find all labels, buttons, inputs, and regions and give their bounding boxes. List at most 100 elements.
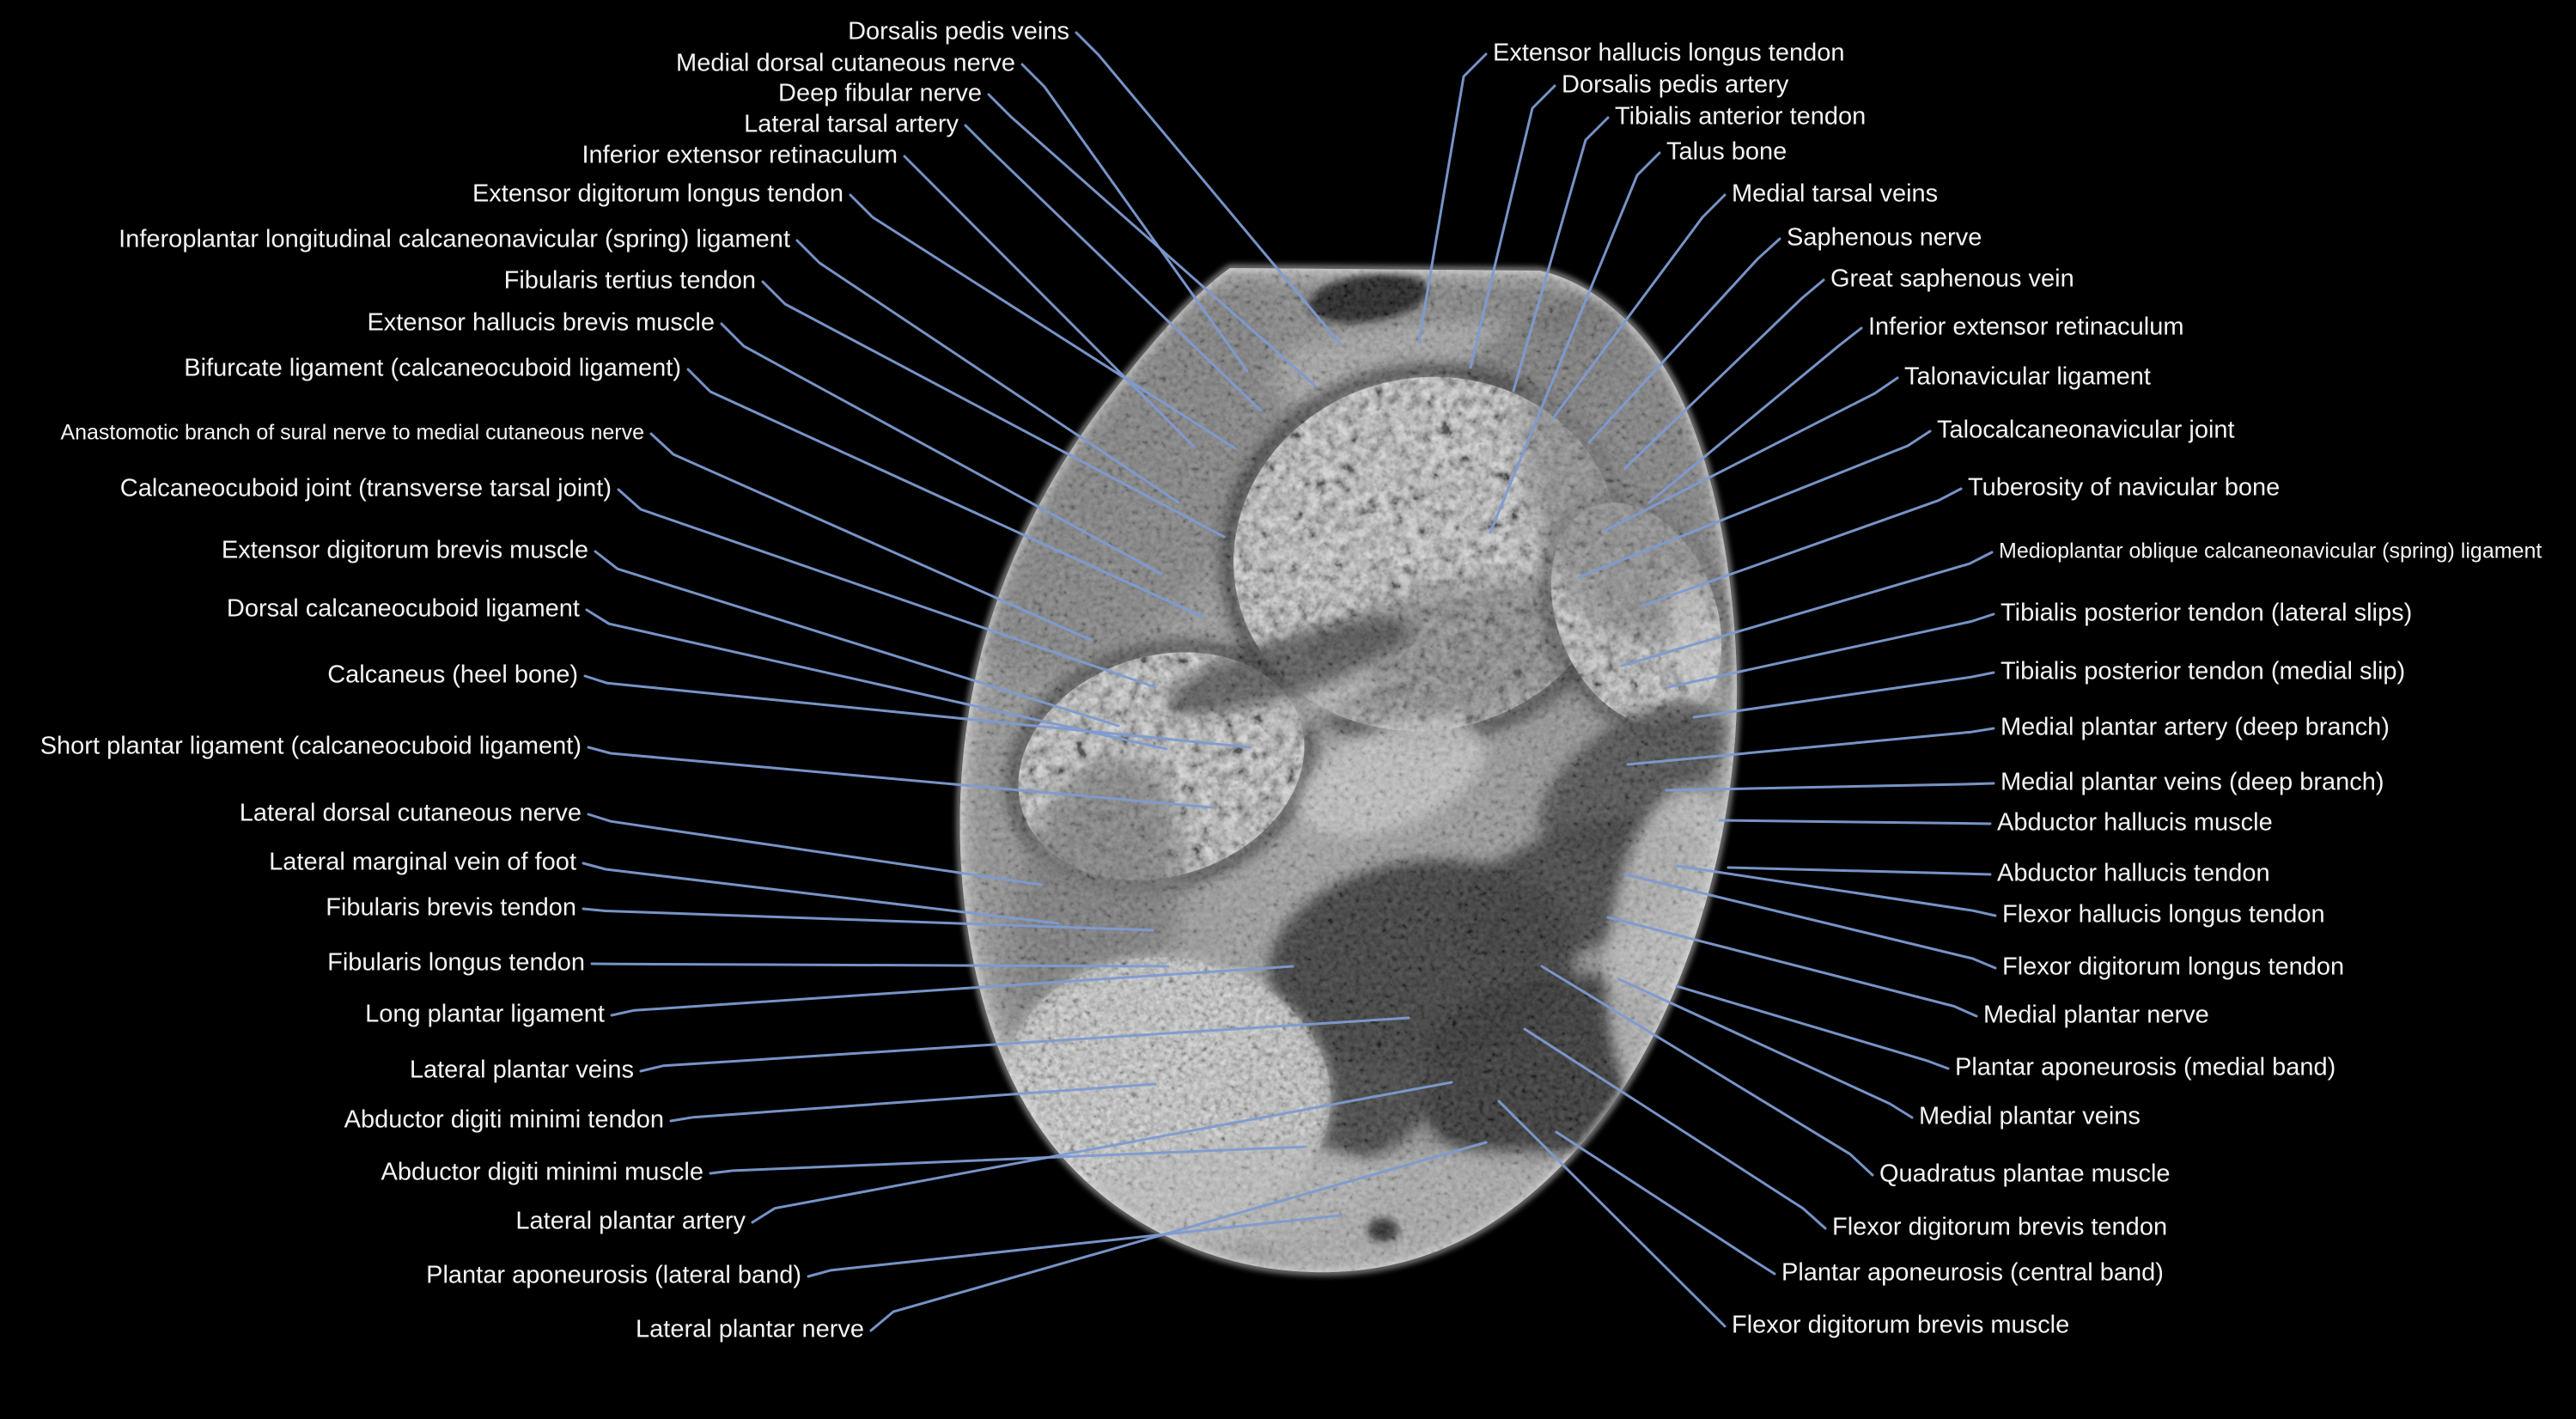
anatomy-label: Plantar aponeurosis (lateral band) (426, 1261, 801, 1289)
leader-line (587, 813, 1043, 886)
leader-line (582, 862, 1060, 925)
leader-line (1555, 1130, 1776, 1276)
leader-line (807, 1214, 1342, 1278)
anatomy-label: Abductor digiti minimi tendon (344, 1105, 664, 1134)
anatomy-label: Inferoplantar longitudinal calcaneonavic… (119, 225, 790, 253)
leader-line (1626, 727, 1995, 766)
leader-line (1726, 866, 1992, 876)
anatomy-label: Lateral plantar veins (409, 1056, 634, 1084)
leader-line (1523, 1027, 1827, 1230)
leader-line (761, 280, 1226, 539)
leader-line (1587, 237, 1781, 444)
leader-line (869, 1141, 1488, 1332)
leader-line (1617, 977, 1914, 1119)
anatomy-label: Flexor digitorum brevis tendon (1832, 1213, 2168, 1241)
leader-line (720, 322, 1163, 576)
leader-line (669, 1082, 1157, 1123)
leader-line (795, 239, 1180, 504)
leader-line (639, 1016, 1410, 1073)
anatomy-label: Lateral dorsal cutaneous nerve (239, 799, 582, 827)
anatomy-label: Flexor digitorum longus tendon (2002, 953, 2345, 981)
leader-line (1540, 965, 1874, 1177)
anatomy-label: Talocalcaneonavicular joint (1937, 416, 2235, 444)
anatomy-label: Extensor hallucis brevis muscle (367, 308, 715, 337)
leader-line (1603, 376, 1899, 533)
leader-line (1620, 551, 1994, 667)
leader-line (987, 93, 1316, 387)
leader-line (587, 746, 1213, 809)
leader-line (649, 432, 1093, 642)
leader-line (1675, 984, 1950, 1070)
anatomy-label: Flexor hallucis longus tendon (2002, 900, 2325, 929)
anatomy-label: Short plantar ligament (calcaneocuboid l… (40, 732, 582, 760)
anatomy-label: Dorsalis pedis veins (848, 17, 1069, 46)
leader-line (1641, 487, 1963, 607)
skin-outline (958, 265, 1739, 1275)
leader-line (1623, 873, 1997, 970)
leader-line (849, 193, 1237, 450)
anatomy-label: Quadratus plantae muscle (1879, 1160, 2171, 1188)
anatomy-label: Inferior extensor retinaculum (582, 141, 898, 169)
leader-line (1497, 1099, 1726, 1328)
leader-line (1718, 819, 1992, 825)
mri-anatomy (959, 268, 1738, 1273)
leader-line (1675, 864, 1997, 917)
leader-line (1075, 31, 1342, 345)
anatomy-label: Plantar aponeurosis (medial band) (1955, 1053, 2336, 1081)
anatomy-label: Lateral tarsal artery (744, 110, 959, 138)
anatomy-label: Tuberosity of navicular bone (1968, 473, 2281, 502)
anatomy-label: Calcaneocuboid joint (transverse tarsal … (119, 474, 612, 502)
leader-line (903, 155, 1196, 448)
leader-line (964, 124, 1263, 412)
leader-line (583, 674, 1251, 749)
leader-line (1606, 916, 1978, 1018)
leader-line (1551, 193, 1726, 420)
anatomy-label: Bifurcate ligament (calcaneocuboid ligam… (184, 354, 681, 382)
leader-line (1489, 151, 1661, 534)
leader-line (590, 962, 1170, 968)
leader-line (1666, 612, 1995, 689)
anatomy-label: Medioplantar oblique calcaneonavicular (… (1999, 539, 2543, 563)
anatomy-label: Plantar aponeurosis (central band) (1781, 1258, 2164, 1287)
anatomy-label: Medial dorsal cutaneous nerve (676, 49, 1015, 77)
leader-line (1512, 116, 1610, 393)
leader-line (709, 1145, 1307, 1175)
anatomy-label: Extensor digitorum brevis muscle (221, 536, 588, 564)
anatomy-label: Lateral marginal vein of foot (269, 848, 576, 876)
anatomy-label: Talus bone (1666, 137, 1787, 166)
anatomy-label: Medial plantar nerve (1983, 1001, 2209, 1029)
anatomy-label: Abductor hallucis muscle (1997, 808, 2273, 837)
leader-line (1417, 52, 1488, 344)
anatomy-label: Tibialis posterior tendon (lateral slips… (2001, 599, 2413, 627)
anatomy-label: Calcaneus (heel bone) (327, 661, 578, 689)
anatomy-label: Flexor digitorum brevis muscle (1732, 1311, 2070, 1339)
leader-line (751, 1081, 1453, 1224)
anatomy-label: Dorsal calcaneocuboid ligament (226, 594, 580, 623)
leader-line (1020, 63, 1249, 373)
anatomy-label: Medial plantar veins (1919, 1102, 2141, 1130)
anatomy-label: Fibularis brevis tendon (326, 893, 576, 922)
anatomy-label: Dorsalis pedis artery (1562, 70, 1789, 99)
anatomy-label: Inferior extensor retinaculum (1868, 313, 2184, 341)
anatomy-label: Lateral plantar nerve (636, 1315, 864, 1343)
anatomy-label: Saphenous nerve (1787, 223, 1982, 252)
leader-line (617, 488, 1157, 689)
leader-line (610, 965, 1294, 1017)
leader-line (1692, 671, 1995, 719)
anatomy-label: Tibialis posterior tendon (medial slip) (2001, 657, 2406, 685)
anatomy-label: Medial plantar veins (deep branch) (2001, 768, 2384, 796)
leader-line (1647, 326, 1863, 504)
leader-line (1577, 429, 1932, 579)
anatomy-label: Anastomotic branch of sural nerve to med… (60, 420, 644, 445)
anatomy-label: Extensor digitorum longus tendon (472, 180, 843, 208)
anatomy-label: Tibialis anterior tendon (1615, 102, 1867, 131)
anatomy-label: Abductor hallucis tendon (1997, 859, 2270, 887)
anatomy-label: Abductor digiti minimi muscle (381, 1158, 703, 1186)
anatomy-label: Lateral plantar artery (515, 1207, 746, 1235)
anatomy-label: Extensor hallucis longus tendon (1493, 39, 1845, 67)
leader-line (582, 907, 1154, 932)
leader-line (594, 550, 1120, 728)
anatomy-label: Deep fibular nerve (778, 79, 982, 107)
